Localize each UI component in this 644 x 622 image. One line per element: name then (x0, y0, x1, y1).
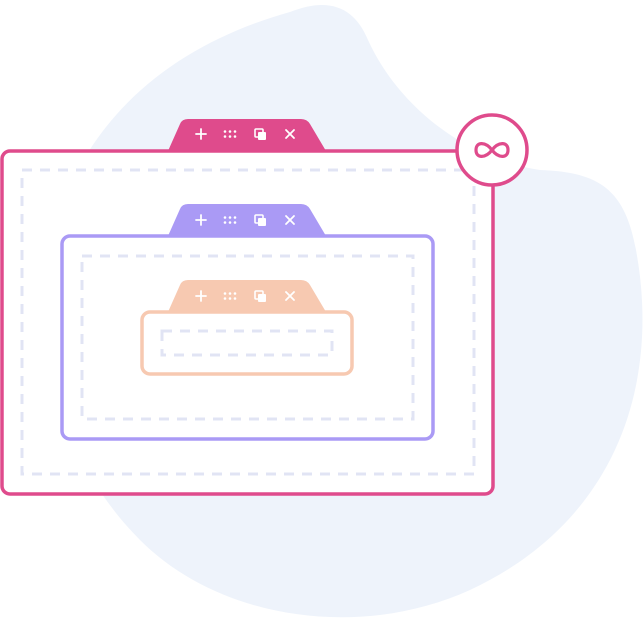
outer-section-handle[interactable] (168, 119, 326, 151)
inner-section-handle[interactable] (168, 280, 326, 312)
drag-grid-icon[interactable] (223, 130, 237, 138)
drag-grid-icon[interactable] (223, 216, 237, 224)
outer-dropzone (20, 168, 476, 476)
inner-section[interactable] (140, 310, 354, 376)
close-icon[interactable] (285, 291, 295, 301)
inner-section-frame (140, 310, 354, 376)
outer-handle-tab (168, 119, 326, 151)
plus-icon[interactable] (195, 128, 207, 140)
duplicate-icon[interactable] (254, 214, 266, 226)
inner-dropzone (160, 329, 334, 357)
inner-handle-tab (168, 280, 326, 312)
middle-handle-tab (168, 204, 326, 236)
middle-dropzone (80, 254, 415, 421)
plus-icon[interactable] (195, 290, 207, 302)
middle-section-handle[interactable] (168, 204, 326, 236)
close-icon[interactable] (285, 215, 295, 225)
plus-icon[interactable] (195, 214, 207, 226)
infinity-icon (474, 142, 510, 158)
close-icon[interactable] (285, 129, 295, 139)
duplicate-icon[interactable] (254, 128, 266, 140)
link-badge[interactable] (455, 113, 529, 187)
duplicate-icon[interactable] (254, 290, 266, 302)
drag-grid-icon[interactable] (223, 292, 237, 300)
